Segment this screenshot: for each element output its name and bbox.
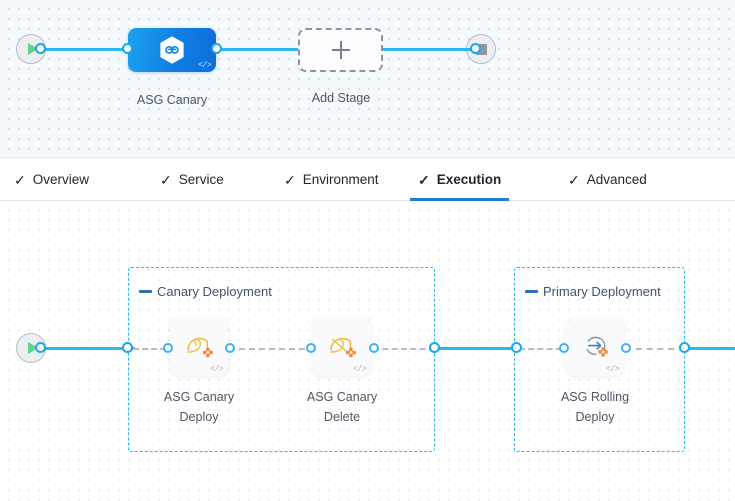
stage-link-add-to-end — [378, 48, 476, 51]
check-icon: ✓ — [14, 171, 26, 188]
group-label-text: Canary Deployment — [157, 284, 272, 299]
tab-advanced[interactable]: ✓ Advanced — [568, 158, 647, 201]
step-card-asg-canary-deploy[interactable]: </> — [170, 318, 228, 376]
tab-environment[interactable]: ✓ Environment — [284, 158, 379, 201]
step-label-asg-canary-deploy: ASG Canary Deploy — [163, 390, 235, 424]
exec-link-start-to-group1 — [40, 347, 135, 350]
add-stage-button[interactable] — [298, 28, 383, 72]
play-icon — [27, 342, 38, 354]
exec-port-group1-in[interactable] — [122, 342, 133, 353]
stage-port-end-in[interactable] — [470, 43, 481, 54]
exec-link-step1-to-step2 — [229, 348, 315, 350]
stage-port-canary-in[interactable] — [122, 43, 133, 54]
tab-label: Environment — [302, 172, 379, 187]
exec-link-g1-in-to-step1 — [133, 348, 175, 350]
group-label-text: Primary Deployment — [543, 284, 661, 299]
stage-link-canary-to-add — [212, 48, 307, 51]
tab-label: Overview — [32, 172, 89, 187]
asg-rolling-deploy-icon — [586, 336, 608, 357]
asg-canary-delete-icon — [330, 337, 356, 358]
check-icon: ✓ — [568, 171, 580, 188]
exec-port-step1-out[interactable] — [225, 343, 235, 353]
exec-port-step3-in[interactable] — [559, 343, 569, 353]
check-icon: ✓ — [284, 171, 296, 188]
exec-port-step3-out[interactable] — [621, 343, 631, 353]
play-icon — [27, 43, 38, 55]
stage-link-start-to-canary — [40, 48, 135, 51]
step-group-label-primary-deployment[interactable]: Primary Deployment — [525, 284, 661, 299]
code-badge-icon: </> — [353, 365, 366, 374]
stage-card-asg-canary[interactable]: </> — [128, 28, 216, 72]
plus-icon — [331, 40, 351, 60]
exec-port-group2-in[interactable] — [511, 342, 522, 353]
code-badge-icon: </> — [198, 61, 211, 70]
exec-port-step1-in[interactable] — [163, 343, 173, 353]
add-stage-label: Add Stage — [311, 91, 371, 105]
exec-port-step2-out[interactable] — [369, 343, 379, 353]
step-group-canary-deployment[interactable]: Canary Deployment — [128, 267, 435, 452]
minus-icon[interactable] — [525, 290, 538, 293]
stage-label-asg-canary: ASG Canary — [136, 93, 208, 107]
stage-tab-bar: ✓ Overview ✓ Service ✓ Environment ✓ Exe… — [0, 157, 735, 201]
tab-service[interactable]: ✓ Service — [160, 158, 224, 201]
execution-canvas[interactable]: Canary Deployment Primary Deployment — [0, 201, 735, 501]
asg-canary-deploy-icon — [187, 337, 213, 358]
exec-link-group1-to-group2 — [433, 347, 521, 350]
exec-port-group2-out[interactable] — [679, 342, 690, 353]
step-card-asg-rolling-deploy[interactable]: </> — [566, 318, 624, 376]
stage-port-start-out[interactable] — [35, 43, 46, 54]
tab-label: Execution — [436, 172, 502, 187]
tab-overview[interactable]: ✓ Overview — [14, 158, 89, 201]
check-icon: ✓ — [160, 171, 172, 188]
tab-execution[interactable]: ✓ Execution — [410, 158, 510, 201]
exec-link-step2-to-g1-out — [373, 348, 435, 350]
step-group-primary-deployment[interactable]: Primary Deployment — [514, 267, 685, 452]
tab-label: Advanced — [586, 172, 647, 187]
code-badge-icon: </> — [606, 365, 619, 374]
minus-icon[interactable] — [139, 290, 152, 293]
harness-hexagon-icon — [160, 36, 184, 64]
exec-port-group1-out[interactable] — [429, 342, 440, 353]
step-card-asg-canary-delete[interactable]: </> — [313, 318, 371, 376]
exec-port-start-out[interactable] — [35, 342, 46, 353]
stage-canvas[interactable]: </> ASG Canary Add Stage — [0, 0, 735, 157]
step-label-asg-canary-delete: ASG Canary Delete — [306, 390, 378, 424]
stage-port-canary-out[interactable] — [211, 43, 222, 54]
exec-link-group2-to-next — [683, 347, 735, 350]
exec-link-g2-in-to-step3 — [519, 348, 571, 350]
code-badge-icon: </> — [210, 365, 223, 374]
exec-port-step2-in[interactable] — [306, 343, 316, 353]
tab-label: Service — [178, 172, 224, 187]
step-label-asg-rolling-deploy: ASG Rolling Deploy — [560, 390, 630, 424]
check-icon: ✓ — [418, 171, 430, 188]
exec-link-step3-to-g2-out — [625, 348, 685, 350]
stop-icon — [475, 43, 487, 55]
step-group-label-canary-deployment[interactable]: Canary Deployment — [139, 284, 272, 299]
